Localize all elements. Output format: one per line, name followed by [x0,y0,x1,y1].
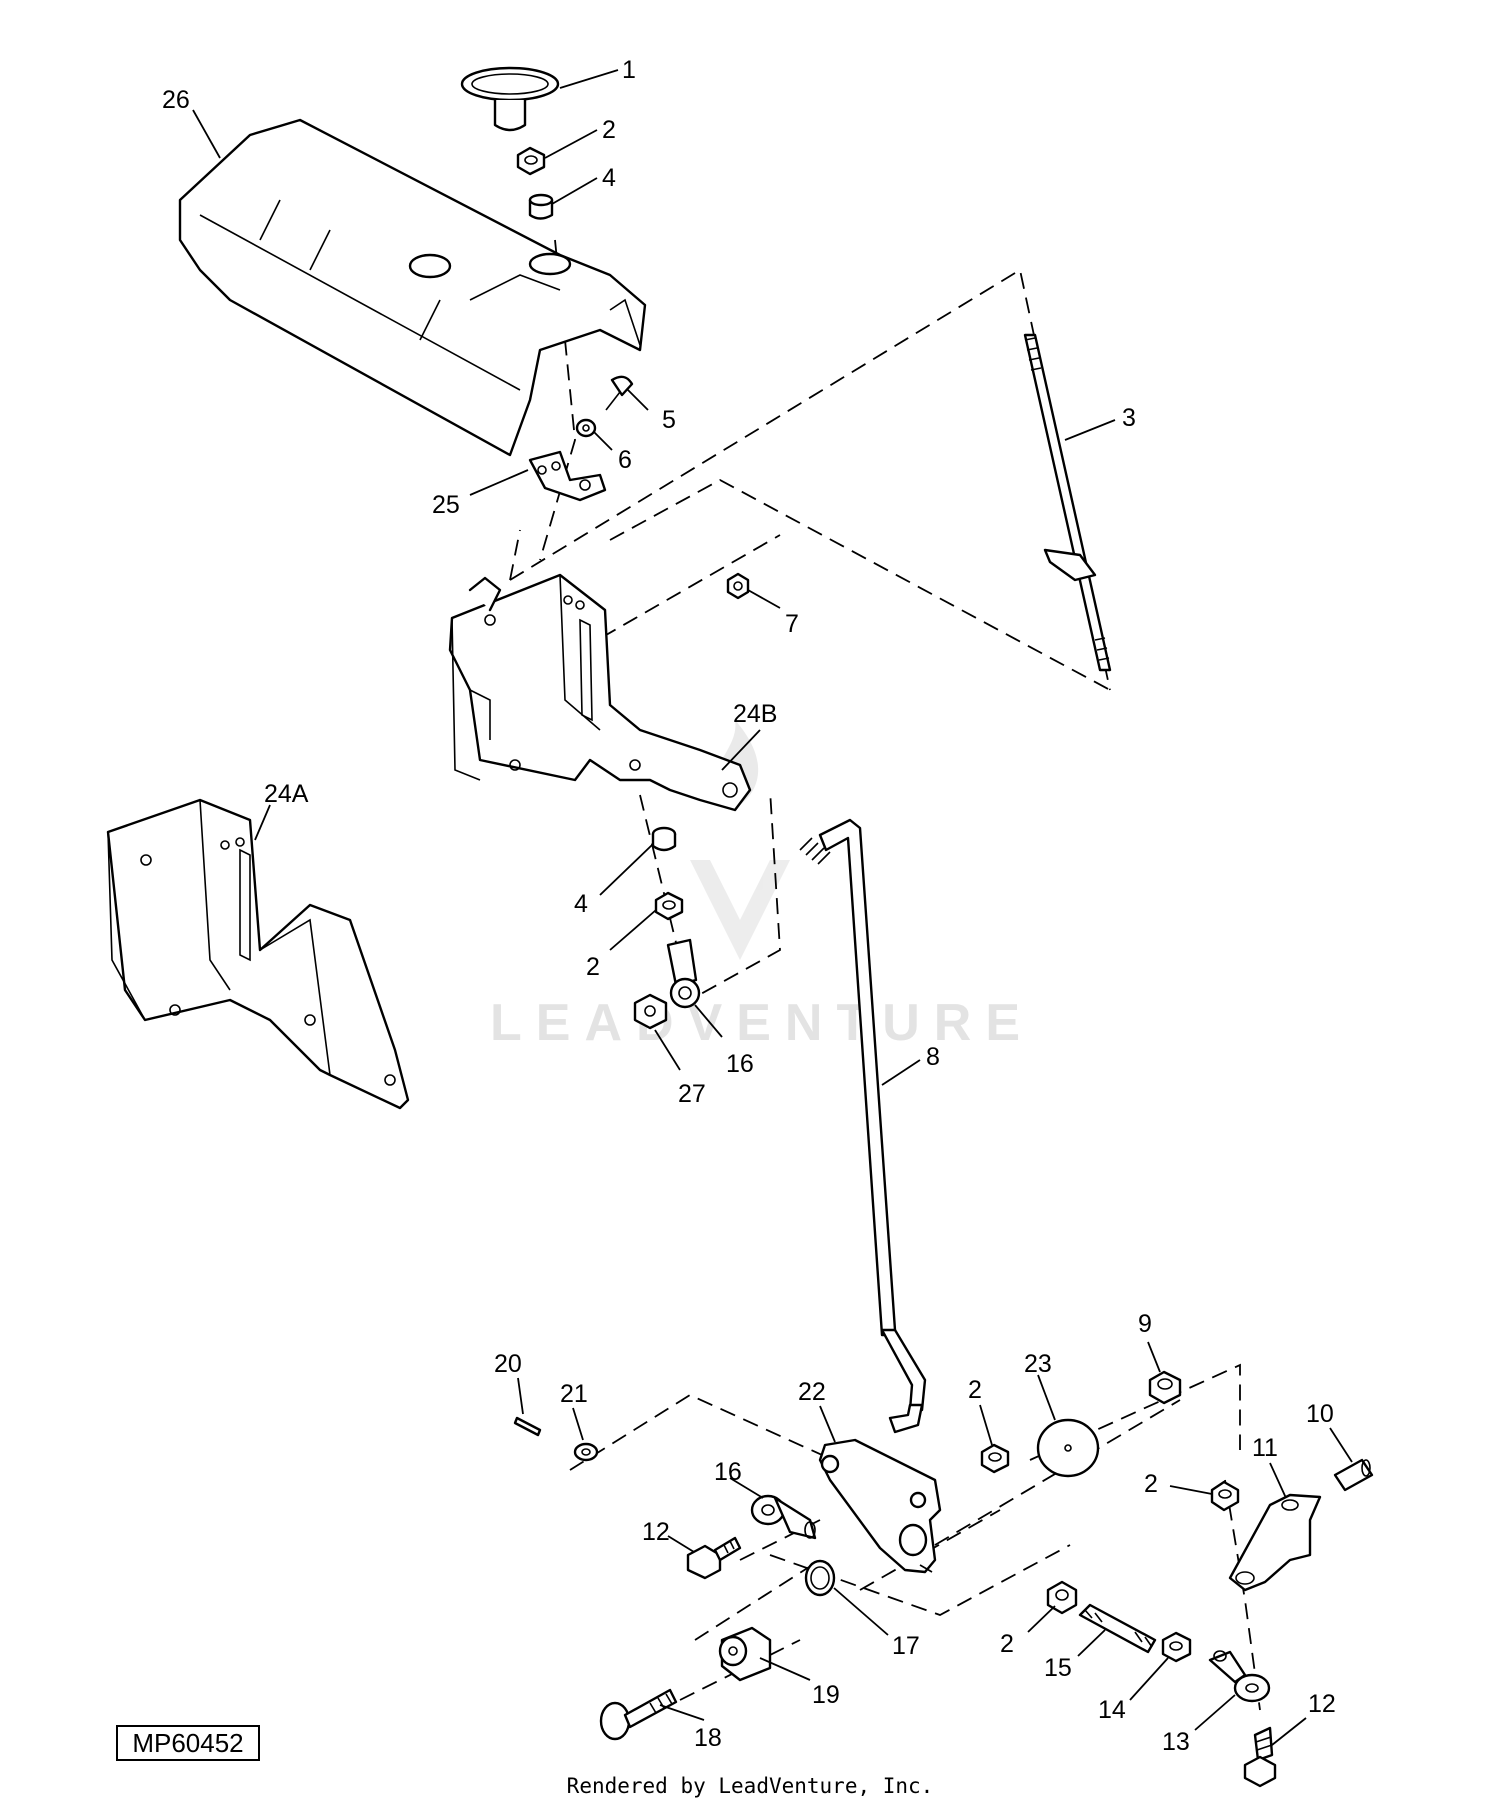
watermark-text: LEADVENTURE [490,994,1034,1052]
small-bracket [528,450,607,502]
callout-2-middle: 2 [586,953,600,981]
callout-5: 5 [662,406,676,434]
diagram-reference-code: MP60452 [116,1725,260,1761]
callout-1: 1 [622,56,636,84]
screw [605,375,634,411]
knob [460,66,560,132]
nut-right [1210,1480,1240,1512]
nut-middle [654,891,684,921]
carriage-bolt [599,1688,678,1741]
callout-16: 16 [726,1050,754,1078]
bushing-top [528,193,554,220]
callout-27: 27 [678,1080,706,1108]
callout-24b: 24B [733,700,777,728]
callout-2-right: 2 [1144,1470,1158,1498]
callout-20: 20 [494,1350,522,1378]
jam-nut [1161,1631,1192,1663]
lock-nut [726,572,750,600]
flange-nut [633,993,668,1030]
callout-10: 10 [1306,1400,1334,1428]
hex-bolt-right [1243,1726,1277,1788]
callout-2-lower: 2 [1000,1630,1014,1658]
callout-8: 8 [926,1043,940,1071]
callout-6: 6 [618,446,632,474]
control-panel-cover [178,118,647,457]
callout-12-lower: 12 [1308,1690,1336,1718]
callout-25: 25 [432,491,460,519]
callout-23: 23 [1024,1350,1052,1378]
control-bracket-a [106,798,410,1110]
callout-2-right-middle: 2 [968,1376,982,1404]
bushing-middle [651,826,677,852]
callout-22: 22 [798,1378,826,1406]
callout-21: 21 [560,1380,588,1408]
nut-right-middle [980,1443,1010,1474]
callout-labels: 1 2 4 26 3 5 6 25 7 24B 24A 4 2 16 27 8 … [162,56,1336,1756]
lever-arm [1228,1493,1322,1592]
callout-15: 15 [1044,1654,1072,1682]
callout-14: 14 [1098,1696,1126,1724]
flat-washer [573,1442,599,1462]
cotter-pin [513,1416,542,1437]
washer [575,418,597,438]
lever-plate [818,1438,942,1574]
callout-12: 12 [642,1518,670,1546]
spacer [718,1626,772,1682]
threaded-stud [1078,1603,1157,1654]
callout-4-middle: 4 [574,890,588,918]
friction-disc [1036,1418,1100,1478]
throttle-rod [1023,333,1112,672]
nut-lower [1046,1580,1078,1615]
callout-19: 19 [812,1681,840,1709]
callout-16-lower: 16 [714,1458,742,1486]
roll-pin [1333,1458,1374,1492]
nut-top [516,146,546,176]
retaining-ring [804,1559,836,1597]
callout-13: 13 [1162,1728,1190,1756]
control-rod [799,818,927,1434]
hex-bolt-left [686,1536,742,1580]
leader-lines [192,69,1353,1746]
control-bracket-b [448,573,752,812]
hex-nut-9 [1148,1370,1182,1405]
callout-11: 11 [1252,1434,1278,1462]
callout-9: 9 [1138,1310,1152,1338]
callout-2: 2 [602,116,616,144]
ball-joint-upper [666,938,701,1009]
callout-7: 7 [785,610,799,638]
render-credit: Rendered by LeadVenture, Inc. [566,1774,934,1798]
assembly-lines [509,239,1261,1711]
callout-18: 18 [694,1724,722,1752]
callout-24a: 24A [264,780,309,808]
rod-end [1208,1650,1271,1703]
callout-3: 3 [1122,404,1136,432]
ball-joint-lower [750,1494,817,1540]
callout-17: 17 [892,1632,920,1660]
callout-4: 4 [602,164,616,192]
callout-26: 26 [162,86,190,114]
